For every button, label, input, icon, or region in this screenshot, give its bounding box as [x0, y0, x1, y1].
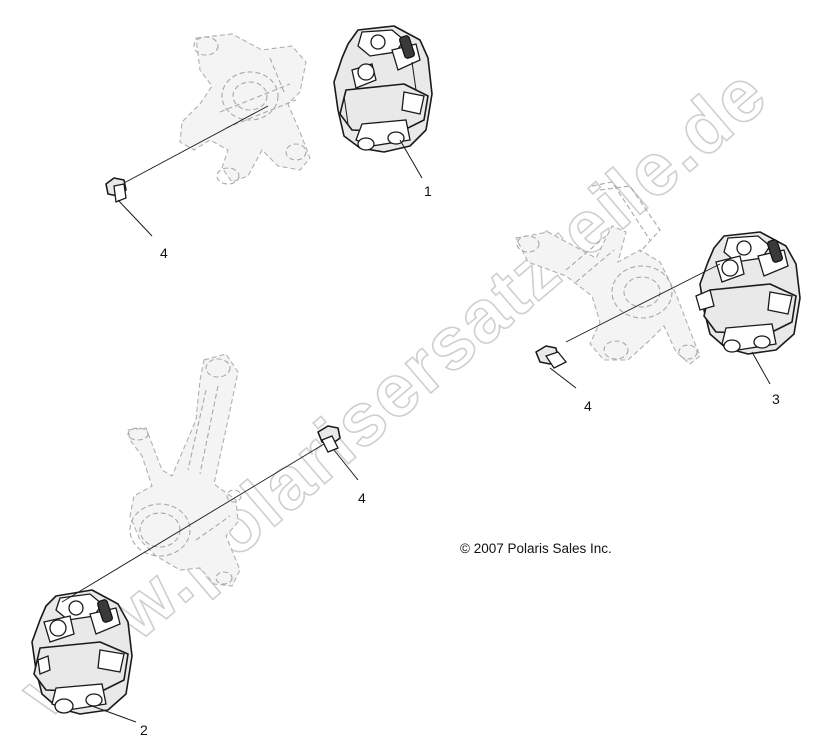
callout-2: 2 [140, 722, 148, 738]
knuckle-right [515, 181, 701, 365]
brake-caliper-3 [695, 231, 801, 355]
leader-3 [751, 351, 771, 385]
mounting-bolt-top-left [105, 105, 269, 237]
copyright-notice: © 2007 Polaris Sales Inc. [460, 541, 612, 556]
brake-caliper-1 [333, 25, 433, 153]
mounting-bolt-right [535, 263, 721, 389]
callout-4-bottom: 4 [358, 490, 366, 506]
callout-3: 3 [772, 391, 780, 407]
knuckle-bottom-left [127, 353, 242, 587]
leader-1 [399, 139, 423, 179]
callout-1: 1 [424, 183, 432, 199]
callout-4-top-left: 4 [160, 245, 168, 261]
callout-4-right: 4 [584, 398, 592, 414]
knuckle-top-left [179, 33, 311, 185]
mounting-bolt-bottom [61, 425, 359, 603]
leader-2 [91, 705, 137, 723]
brake-caliper-2 [31, 589, 133, 715]
